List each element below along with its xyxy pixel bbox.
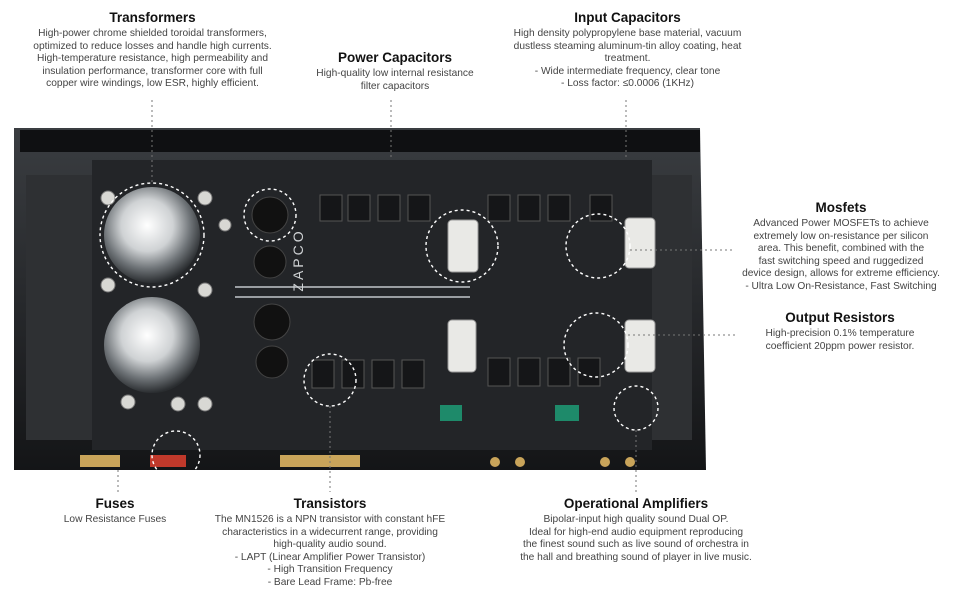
annotation-text: High-power chrome shielded toroidal tran…	[33, 28, 272, 90]
annotation-title: Fuses	[95, 496, 135, 511]
annotation-text: Advanced Power MOSFETs to achieve extrem…	[742, 218, 940, 292]
annotation-title: Output Resistors	[785, 310, 895, 325]
annotation-title: Power Capacitors	[337, 50, 453, 65]
annotation-power-capacitors: Power Capacitors High-quality low intern…	[290, 50, 500, 93]
annotation-title: Operational Amplifiers	[563, 496, 709, 511]
callout-output-resistor	[563, 312, 629, 378]
annotation-title: Mosfets	[815, 200, 867, 215]
annotation-input-capacitors: Input Capacitors High density polypropyl…	[495, 10, 760, 91]
transformer-top	[104, 187, 200, 283]
annotation-transformers: Transformers High-power chrome shielded …	[10, 10, 295, 91]
annotation-title: Input Capacitors	[574, 10, 681, 25]
callout-opamp	[613, 385, 659, 431]
annotation-text: Low Resistance Fuses	[63, 514, 167, 525]
input-capacitors	[447, 217, 656, 373]
terminal-blocks	[440, 405, 579, 421]
annotation-transistors: Transistors The MN1526 is a NPN transist…	[200, 496, 460, 590]
annotation-fuses: Fuses Low Resistance Fuses	[45, 496, 185, 527]
annotation-text: Bipolar-input high quality sound Dual OP…	[520, 514, 752, 563]
brand-logo: ZAPCO	[290, 228, 306, 291]
annotation-text: High density polypropylene base material…	[513, 28, 742, 90]
small-capacitors	[100, 190, 232, 412]
power-capacitors	[251, 196, 291, 379]
chassis-top-rail	[20, 130, 700, 152]
annotation-title: Transformers	[109, 10, 196, 25]
annotation-text: High-quality low internal resistance fil…	[316, 68, 474, 92]
right-heatsink	[652, 175, 692, 440]
annotation-title: Transistors	[293, 496, 367, 511]
annotation-output-resistors: Output Resistors High-precision 0.1% tem…	[740, 310, 940, 353]
annotation-operational-amplifiers: Operational Amplifiers Bipolar-input hig…	[505, 496, 767, 564]
annotation-mosfets: Mosfets Advanced Power MOSFETs to achiev…	[735, 200, 947, 294]
callout-transformer	[99, 182, 205, 288]
callout-fuse	[151, 430, 201, 480]
callout-input-capacitor	[425, 209, 499, 283]
annotation-text: High-precision 0.1% temperature coeffici…	[765, 328, 915, 352]
callout-power-capacitor	[243, 188, 297, 242]
annotation-text: The MN1526 is a NPN transistor with cons…	[214, 514, 446, 588]
bottom-connectors	[80, 455, 635, 467]
callout-transistor	[303, 353, 357, 407]
transistor-rows	[311, 194, 613, 389]
callout-mosfet	[565, 213, 631, 279]
transformer-bottom	[104, 297, 200, 393]
left-heatsink	[26, 175, 92, 440]
